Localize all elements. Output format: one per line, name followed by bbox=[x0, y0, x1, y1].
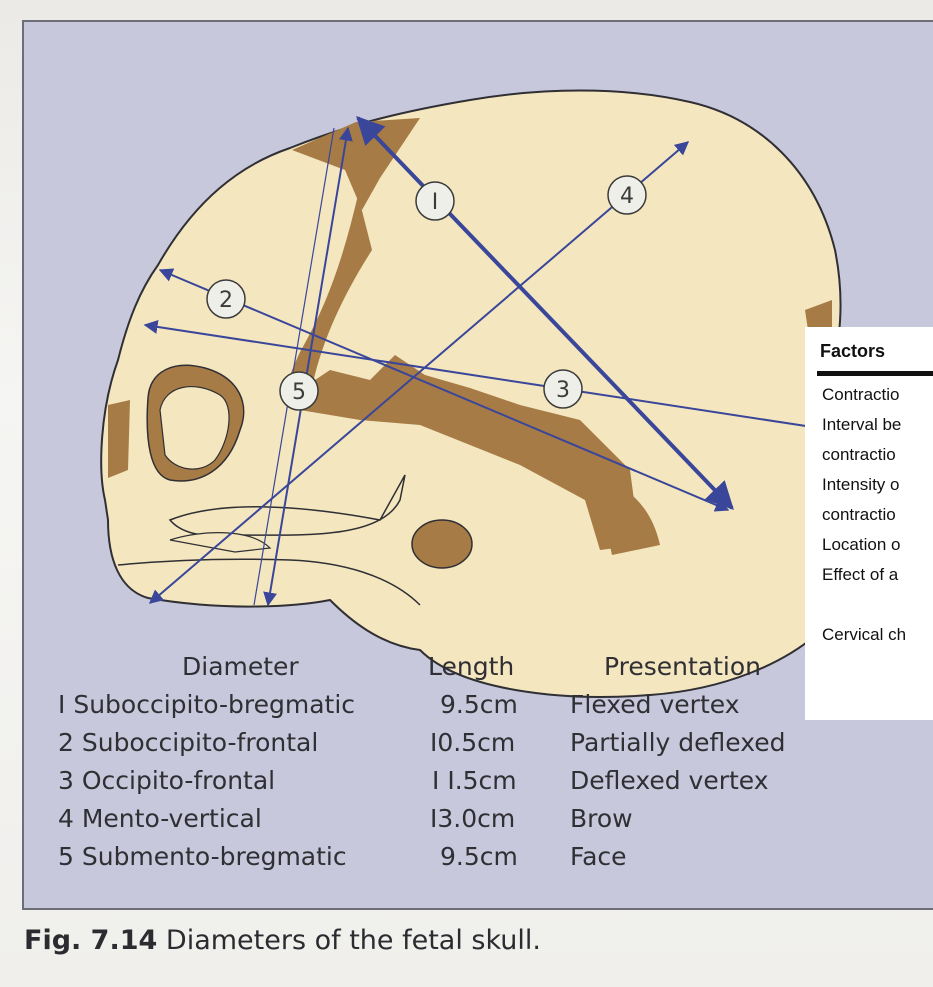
factors-row: Cervical ch bbox=[822, 625, 906, 645]
legend-length: 9.5cm bbox=[440, 842, 518, 872]
marker-3-label: 3 bbox=[556, 378, 570, 403]
factors-row: Interval be bbox=[822, 415, 901, 435]
marker-4-label: 4 bbox=[620, 184, 634, 209]
legend-diameter: 5 Submento-bregmatic bbox=[58, 842, 347, 872]
factors-table-rule bbox=[817, 371, 933, 376]
factors-row: Intensity o bbox=[822, 475, 900, 495]
marker-3: 3 bbox=[544, 370, 582, 408]
marker-1: I bbox=[416, 182, 454, 220]
marker-1-label: I bbox=[432, 190, 439, 215]
legend-diameter: 2 Suboccipito-frontal bbox=[58, 728, 318, 758]
marker-5: 5 bbox=[280, 372, 318, 410]
factors-table-header: Factors bbox=[820, 341, 885, 362]
legend-presentation: Flexed vertex bbox=[570, 690, 739, 720]
marker-5-label: 5 bbox=[292, 380, 306, 405]
factors-row: Effect of a bbox=[822, 565, 898, 585]
legend-length: I0.5cm bbox=[430, 728, 515, 758]
figure-caption-label: Fig. 7.14 bbox=[24, 925, 157, 956]
figure-caption-text: Diameters of the fetal skull. bbox=[166, 925, 541, 956]
factors-table: Factors Contractio Interval be contracti… bbox=[805, 327, 933, 720]
factors-row: contractio bbox=[822, 505, 896, 525]
legend-diameter: 4 Mento-vertical bbox=[58, 804, 262, 834]
factors-row: Contractio bbox=[822, 385, 899, 405]
legend-diameter: I Suboccipito-bregmatic bbox=[58, 690, 355, 720]
nasal-bone bbox=[108, 400, 130, 478]
legend-header-diameter: Diameter bbox=[182, 652, 299, 681]
legend-presentation: Brow bbox=[570, 804, 633, 834]
legend-diameter: 3 Occipito-frontal bbox=[58, 766, 275, 796]
legend-length: I I.5cm bbox=[432, 766, 517, 796]
factors-row: contractio bbox=[822, 445, 896, 465]
factors-row: Location o bbox=[822, 535, 900, 555]
legend-presentation: Partially deflexed bbox=[570, 728, 785, 758]
marker-4: 4 bbox=[608, 176, 646, 214]
legend-presentation: Face bbox=[570, 842, 627, 872]
marker-2: 2 bbox=[207, 280, 245, 318]
figure-caption: Fig. 7.14 Diameters of the fetal skull. bbox=[24, 925, 541, 956]
legend-length: 9.5cm bbox=[440, 690, 518, 720]
marker-2-label: 2 bbox=[219, 288, 233, 313]
legend-presentation: Deflexed vertex bbox=[570, 766, 769, 796]
ear-canal bbox=[412, 520, 472, 568]
legend-length: I3.0cm bbox=[430, 804, 515, 834]
legend-header-presentation: Presentation bbox=[604, 652, 761, 681]
legend-header-length: Length bbox=[428, 652, 514, 681]
